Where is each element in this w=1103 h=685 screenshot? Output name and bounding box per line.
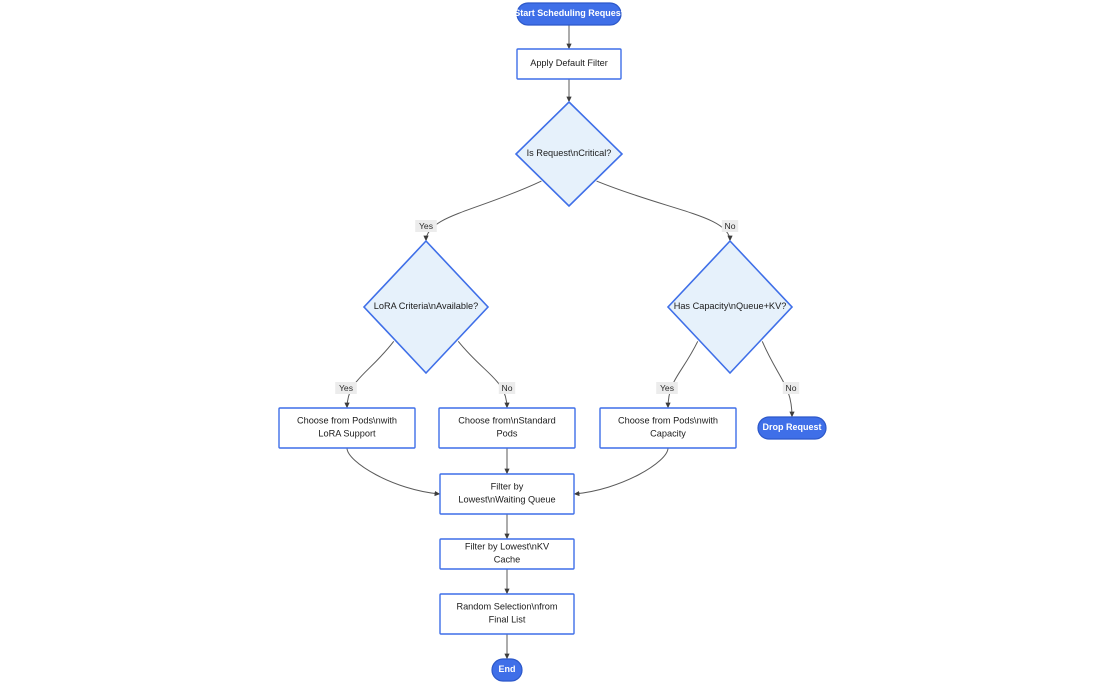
node-shape-pill [491,658,523,682]
edge-label-e4: No [721,220,739,232]
edge-lora_criteria-to-pods_standard [457,341,510,409]
edge-is_critical-to-lora_criteria [423,180,542,242]
edge-label-text: No [786,383,797,393]
node-label-start: Start Scheduling Request [514,8,624,18]
edge-label-text: No [502,383,513,393]
node-label-lora_criteria: LoRA Criteria\nAvailable? [374,301,479,311]
node-shape-rect [438,407,576,449]
node-shape-rect [516,48,622,80]
edges-layer [344,25,795,660]
edge-label-e8: No [782,382,800,394]
node-has_capacity[interactable]: Has Capacity\nQueue+KV? [666,239,794,375]
node-shape-rect [278,407,416,449]
node-shape-pill [757,416,827,440]
edge-label-bg [498,382,516,394]
edge-label-e7: Yes [656,382,678,394]
edge-label-e6: No [498,382,516,394]
node-is_critical[interactable]: Is Request\nCritical? [514,100,624,208]
node-label-drop_request: Drop Request [762,422,821,432]
edge-label-bg [656,382,678,394]
node-end[interactable]: End [491,658,523,682]
node-shape-diamond [666,239,794,375]
edge-pods_capacity-to-filter_queue [573,447,669,497]
node-label-apply_filter: Apply Default Filter [530,58,608,68]
edge-label-text: Yes [419,221,433,231]
edge-label-text: Yes [339,383,353,393]
edge-lora_criteria-to-pods_lora [344,341,395,409]
node-shape-rect [599,407,737,449]
edge-label-bg [415,220,437,232]
edge-label-bg [335,382,357,394]
edge-label-bg [782,382,800,394]
node-apply_filter[interactable]: Apply Default Filter [516,48,622,80]
node-start[interactable]: Start Scheduling Request [514,2,624,26]
node-shape-diamond [362,239,490,375]
edge-label-bg [721,220,739,232]
node-shape-rect [439,473,575,515]
node-label-is_critical: Is Request\nCritical? [527,148,612,158]
edge-has_capacity-to-pods_capacity [665,341,699,409]
node-shape-rect [439,538,575,570]
edge-has_capacity-to-drop_request [761,341,795,418]
edge-label-e5: Yes [335,382,357,394]
node-shape-pill [516,2,622,26]
edge-label-e3: Yes [415,220,437,232]
node-label-has_capacity: Has Capacity\nQueue+KV? [674,301,787,311]
node-shape-rect [439,593,575,635]
node-label-end: End [499,664,516,674]
node-lora_criteria[interactable]: LoRA Criteria\nAvailable? [362,239,490,375]
edge-label-text: No [725,221,736,231]
node-drop_request[interactable]: Drop Request [757,416,827,440]
edge-is_critical-to-has_capacity [596,180,733,242]
node-shape-diamond [514,100,624,208]
edge-pods_lora-to-filter_queue [346,447,441,497]
edge-label-text: Yes [660,383,674,393]
